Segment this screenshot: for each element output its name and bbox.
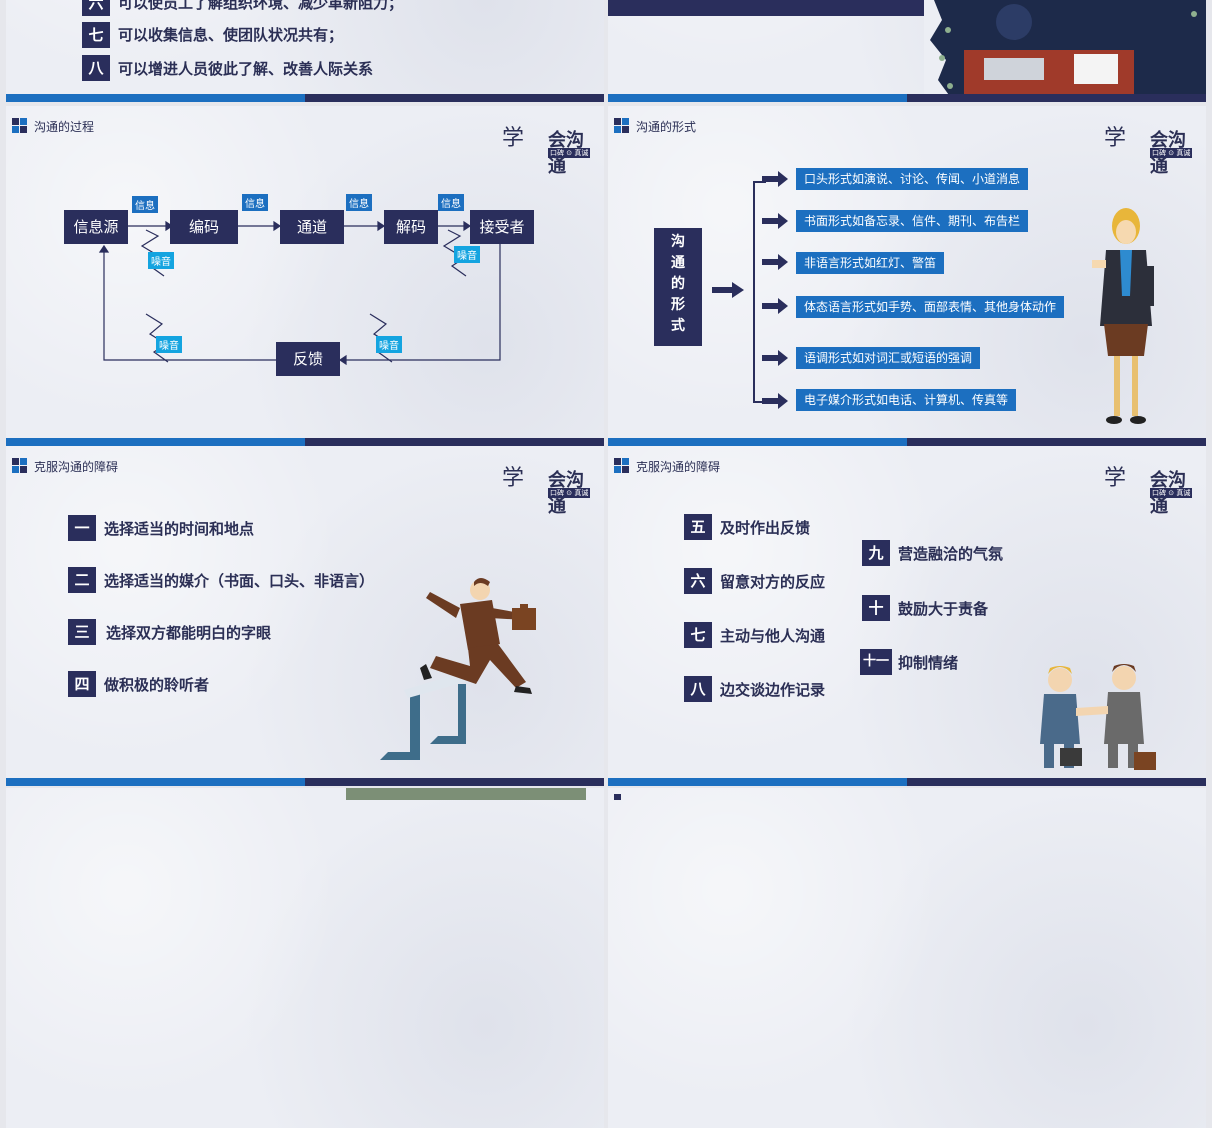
item-number: 八 bbox=[82, 55, 110, 81]
item-number: 七 bbox=[82, 22, 110, 48]
item-number: 五 bbox=[684, 514, 712, 540]
slide-partial-bottom-right bbox=[608, 788, 1206, 1128]
slide-title: 克服沟通的障碍 bbox=[34, 460, 119, 474]
item-number: 十一 bbox=[860, 649, 892, 675]
item-text: 及时作出反馈 bbox=[720, 519, 811, 537]
item-text: 可以使员工了解组织环境、减少革新阻力； bbox=[118, 0, 404, 12]
item-text: 做积极的聆听者 bbox=[104, 676, 210, 694]
item-number: 九 bbox=[862, 540, 890, 566]
noise-label: 噪音 bbox=[376, 336, 402, 353]
slide-process: 沟通的过程 学会沟通口碑 ⊙ 真诚 信息源 编码 通道 解码 接受者 反馈 信息… bbox=[6, 106, 604, 446]
node-encode: 编码 bbox=[170, 210, 238, 244]
slide-title: 克服沟通的障碍 bbox=[636, 460, 721, 474]
header-squares-icon bbox=[12, 458, 28, 474]
slide-footer-bar bbox=[6, 438, 604, 446]
slide-title: 沟通的形式 bbox=[636, 120, 697, 134]
process-lines bbox=[98, 220, 501, 366]
item-number: 十 bbox=[862, 595, 890, 621]
form-item: 非语言形式如红灯、警笛 bbox=[796, 252, 945, 274]
hurdle-jumper-illustration bbox=[380, 578, 536, 760]
info-label: 信息 bbox=[242, 194, 268, 211]
item-text: 留意对方的反应 bbox=[720, 573, 826, 591]
noise-label: 噪音 bbox=[148, 252, 174, 269]
form-item: 口头形式如演说、讨论、传闻、小道消息 bbox=[796, 168, 1029, 190]
item-text: 边交谈边作记录 bbox=[720, 681, 826, 699]
item-text: 可以增进人员彼此了解、改善人际关系 bbox=[118, 60, 374, 78]
form-item: 电子媒介形式如电话、计算机、传真等 bbox=[796, 389, 1017, 411]
header-squares-icon bbox=[12, 118, 28, 134]
businesswoman-illustration bbox=[1092, 208, 1154, 424]
slide-title: 沟通的过程 bbox=[34, 120, 95, 134]
info-label: 信息 bbox=[346, 194, 372, 211]
item-number: 八 bbox=[684, 676, 712, 702]
forms-bracket bbox=[712, 171, 788, 409]
item-text: 选择适当的媒介（书面、口头、非语言） bbox=[104, 572, 375, 590]
brand-logo: 学会沟通口碑 ⊙ 真诚 bbox=[1104, 126, 1193, 177]
item-number: 六 bbox=[684, 568, 712, 594]
photo-fragment bbox=[346, 788, 586, 800]
node-channel: 通道 bbox=[280, 210, 344, 244]
item-text: 选择适当的时间和地点 bbox=[104, 520, 255, 538]
brand-logo: 学会沟通口碑 ⊙ 真诚 bbox=[502, 126, 591, 177]
slide-photo bbox=[608, 0, 1206, 102]
item-number: 二 bbox=[68, 567, 96, 593]
item-number: 六 bbox=[82, 0, 110, 16]
slide-partial-bottom-left bbox=[6, 788, 604, 1128]
item-text: 主动与他人沟通 bbox=[720, 627, 826, 645]
item-number: 四 bbox=[68, 671, 96, 697]
slide-forms: 沟通的形式 学会沟通口碑 ⊙ 真诚 沟通的形式 口头形式如演说、讨论、传闻、小道… bbox=[608, 106, 1206, 446]
node-receiver: 接受者 bbox=[470, 210, 534, 244]
header-squares-icon bbox=[614, 458, 630, 474]
item-number: 一 bbox=[68, 515, 96, 541]
slide-barriers-1: 克服沟通的障碍 学会沟通口碑 ⊙ 真诚 一 选择适当的时间和地点 二 选择适当的… bbox=[6, 446, 604, 786]
handshake-illustration bbox=[1040, 664, 1156, 770]
slide-footer-bar bbox=[608, 778, 1206, 786]
item-number: 七 bbox=[684, 622, 712, 648]
slide-barriers-2: 克服沟通的障碍 学会沟通口碑 ⊙ 真诚 五 及时作出反馈 六 留意对方的反应 七… bbox=[608, 446, 1206, 786]
item-text: 可以收集信息、使团队状况共有； bbox=[118, 26, 344, 44]
item-text: 选择双方都能明白的字眼 bbox=[106, 624, 272, 642]
slide-footer-bar bbox=[608, 438, 1206, 446]
brand-logo: 学会沟通口碑 ⊙ 真诚 bbox=[1104, 466, 1193, 517]
slide-footer-bar bbox=[608, 94, 1206, 102]
header-squares-icon bbox=[614, 794, 621, 800]
noise-label: 噪音 bbox=[156, 336, 182, 353]
item-text: 鼓励大于责备 bbox=[898, 600, 989, 618]
node-decode: 解码 bbox=[384, 210, 438, 244]
info-label: 信息 bbox=[438, 194, 464, 211]
form-item: 体态语言形式如手势、面部表情、其他身体动作 bbox=[796, 296, 1065, 318]
title-band bbox=[608, 0, 924, 16]
header-squares-icon bbox=[614, 118, 630, 134]
info-label: 信息 bbox=[132, 196, 158, 213]
slide-benefits: 六 可以使员工了解组织环境、减少革新阻力； 七 可以收集信息、使团队状况共有； … bbox=[6, 0, 604, 102]
slide-footer-bar bbox=[6, 94, 604, 102]
form-item: 语调形式如对词汇或短语的强调 bbox=[796, 347, 981, 369]
item-number: 三 bbox=[68, 619, 96, 645]
forms-side-label: 沟通的形式 bbox=[654, 228, 702, 346]
form-item: 书面形式如备忘录、信件、期刊、布告栏 bbox=[796, 210, 1029, 232]
brand-logo: 学会沟通口碑 ⊙ 真诚 bbox=[502, 466, 591, 517]
business-photo bbox=[924, 0, 1206, 102]
slide-footer-bar bbox=[6, 778, 604, 786]
node-feedback: 反馈 bbox=[276, 342, 340, 376]
item-text: 营造融洽的气氛 bbox=[898, 545, 1004, 563]
noise-label: 噪音 bbox=[454, 246, 480, 263]
item-text: 抑制情绪 bbox=[898, 654, 959, 672]
node-source: 信息源 bbox=[64, 210, 128, 244]
